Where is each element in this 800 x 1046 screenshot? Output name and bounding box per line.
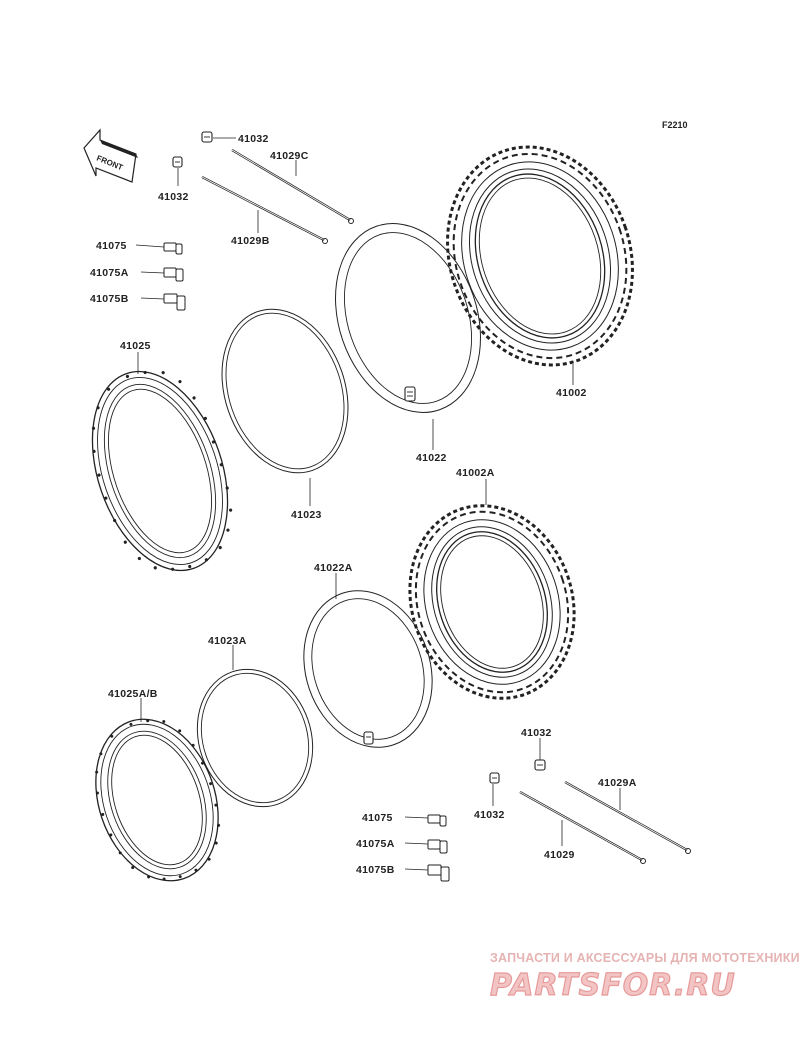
label-41032-c: 41032 [521,727,552,739]
valve-cap-41075 [163,242,183,255]
spoke-41029a [564,781,691,854]
label-41075: 41075 [96,240,127,252]
label-41032-b: 41032 [158,191,189,203]
rim-41025 [91,370,233,572]
leader-lines [135,137,621,871]
inner-tube-41022a [303,590,433,748]
label-41075-lower: 41075 [362,812,393,824]
label-41075a: 41075A [90,267,129,279]
valve-core-41075a-lower [427,839,448,854]
spoke-41029b [201,176,328,244]
tire-41002 [446,145,634,367]
valve-core-41075a [163,267,184,282]
label-41029b: 41029B [231,235,270,247]
label-41032-a: 41032 [238,133,269,145]
nipple-41032-upper-b [172,156,183,168]
figure-code: F2210 [662,120,688,130]
nipple-41032-lower-b [489,772,500,784]
label-41022: 41022 [416,452,447,464]
label-41023: 41023 [291,509,322,521]
label-41023a: 41023A [208,635,247,647]
valve-nut-41075b-lower [427,864,450,882]
label-41022a: 41022A [314,562,353,574]
tube-valve-41022a [363,731,374,745]
label-41029a: 41029A [598,777,637,789]
label-41025: 41025 [120,340,151,352]
label-41002: 41002 [556,387,587,399]
watermark-tagline: ЗАПЧАСТИ И АКСЕССУАРЫ ДЛЯ МОТОТЕХНИКИ [490,951,800,965]
label-41002a: 41002A [456,467,495,479]
label-41075b-lower: 41075B [356,864,395,876]
nipple-41032-upper-a [201,131,213,143]
spoke-41029c [231,149,354,224]
tube-valve-41022 [404,386,416,402]
inner-tube-41022 [335,223,481,413]
valve-cap-41075-lower [427,814,447,827]
tire-41002a [408,504,576,700]
nipple-41032-lower-a [534,759,546,771]
valve-nut-41075b [163,293,186,311]
label-41075b: 41075B [90,293,129,305]
rim-41025ab [95,718,221,882]
label-41032-d: 41032 [474,809,505,821]
label-41075a-lower: 41075A [356,838,395,850]
label-41025ab: 41025A/B [108,688,158,700]
front-arrow-icon: FRONT [83,128,138,183]
label-41029c: 41029C [270,150,309,162]
rim-band-41023a [196,668,314,808]
watermark-brand: PARTSFOR.RU [490,968,736,1003]
rim-band-41023 [221,308,349,474]
label-41029: 41029 [544,849,575,861]
spoke-41029 [519,791,646,864]
